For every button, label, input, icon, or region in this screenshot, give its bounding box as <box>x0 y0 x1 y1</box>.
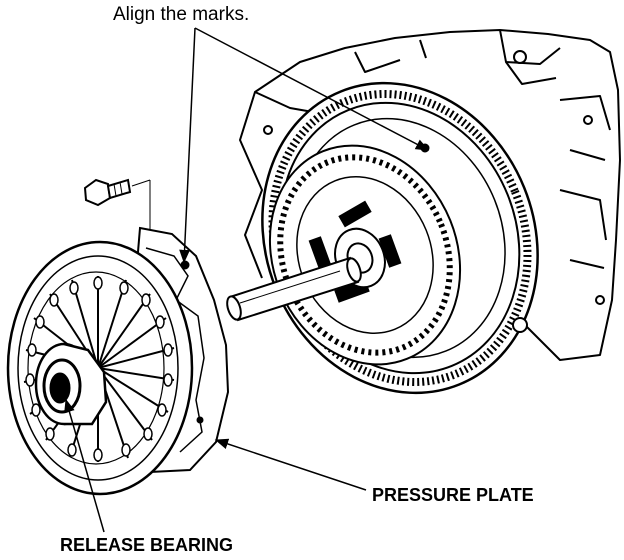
alignment-tool-drawing <box>226 256 362 322</box>
release-bearing-leader <box>64 398 105 533</box>
pressure-plate-leader <box>214 438 367 491</box>
callout-arrows <box>64 27 430 533</box>
align-arrow-to-pressure-plate-mark <box>179 27 196 264</box>
clutch-disc-drawing <box>268 144 462 366</box>
bolt-drawing <box>83 178 132 207</box>
bolt-leader-line <box>131 179 151 187</box>
release-bearing-label: RELEASE BEARING <box>60 535 234 555</box>
pressure-plate-label: PRESSURE PLATE <box>372 485 534 505</box>
align-marks-label: Align the marks. <box>113 4 250 25</box>
align-arrow-to-flywheel-mark <box>194 27 430 151</box>
